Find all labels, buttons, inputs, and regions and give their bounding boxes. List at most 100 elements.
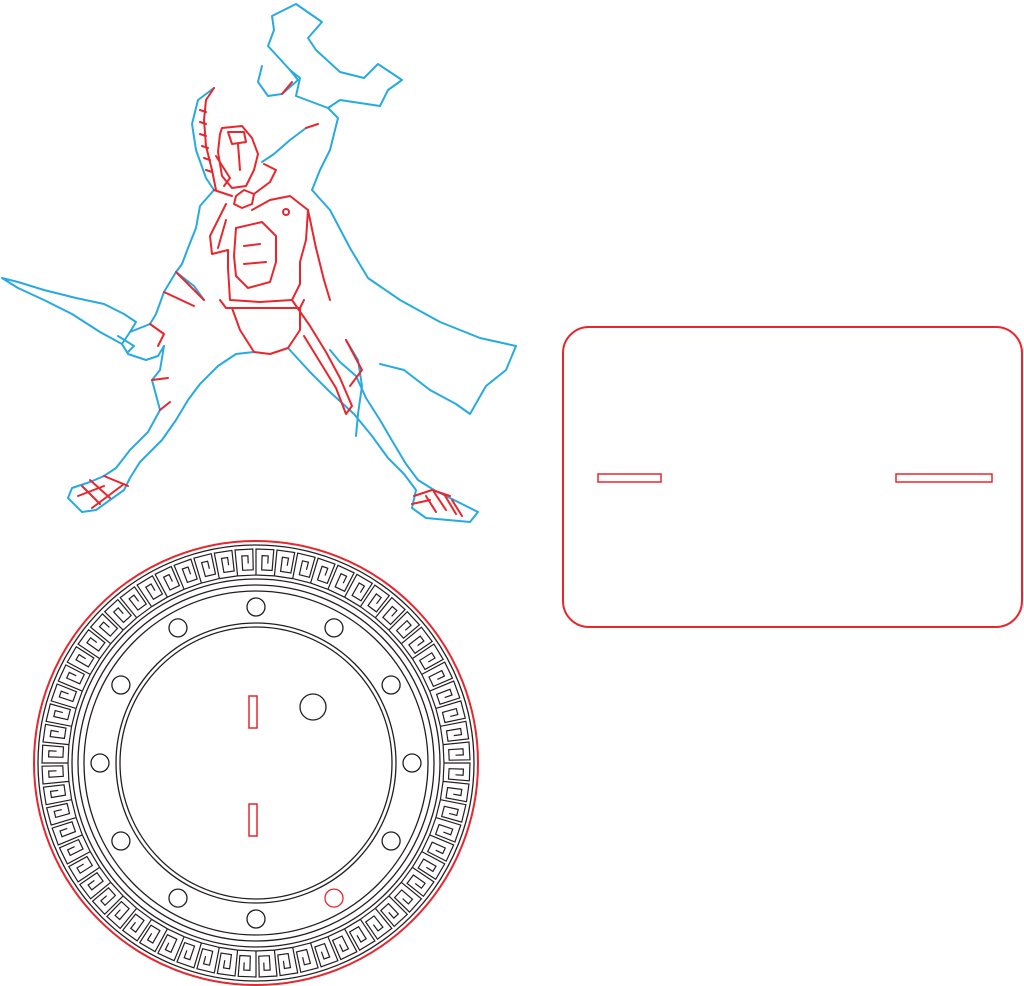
greek-key-unit	[429, 817, 462, 843]
greek-key-unit	[89, 613, 124, 645]
warrior-detail-cut-lines	[77, 81, 463, 517]
greek-key-unit	[176, 936, 202, 969]
right-sandal-straps	[411, 489, 463, 517]
greek-key-unit	[400, 866, 435, 898]
greek-key-unit	[274, 946, 299, 977]
shield-outer-cut	[33, 540, 479, 986]
warrior-outer-cut-line	[1, 3, 517, 523]
greek-key-unit	[136, 574, 168, 608]
greek-key-unit	[216, 946, 239, 977]
knee-guard	[151, 377, 171, 411]
spartan-warrior-figure	[1, 3, 517, 523]
bolt-hole	[246, 909, 266, 929]
raised-arm-outline	[261, 107, 339, 191]
shield-ring-4	[119, 626, 393, 900]
greek-key-unit	[41, 762, 70, 785]
greek-key-unit	[292, 552, 316, 584]
greek-key-unit	[41, 744, 70, 764]
bolt-hole	[111, 831, 131, 851]
left-leg-outline	[67, 345, 255, 513]
greek-key-unit	[106, 895, 138, 930]
wrist-band	[149, 323, 165, 347]
greek-key-unit	[327, 564, 355, 598]
helmet-visor	[217, 125, 259, 189]
greek-key-unit	[292, 942, 319, 974]
cape-edge-red	[307, 209, 363, 387]
greek-key-unit	[154, 565, 185, 598]
greek-key-unit	[421, 661, 454, 692]
greek-key-unit	[435, 799, 467, 823]
sword-outline	[1, 277, 137, 345]
bolt-hole	[381, 675, 401, 695]
right-leg-outline	[287, 347, 479, 523]
greek-key-unit	[121, 907, 153, 942]
bolt-hole	[402, 753, 422, 773]
greek-key-unit	[103, 598, 138, 631]
shield-bolt-holes	[90, 597, 422, 929]
visor-eye-slit	[227, 131, 247, 171]
greek-key-unit	[439, 780, 470, 803]
rectangular-plate	[562, 326, 1023, 628]
helmet-crest	[203, 87, 217, 191]
greek-key-unit	[411, 851, 446, 881]
greek-key-unit	[196, 942, 220, 974]
greek-key-unit	[273, 549, 296, 580]
plate-slot-right	[895, 473, 993, 483]
bolt-hole	[168, 618, 188, 638]
bolt-hole	[381, 831, 401, 851]
greek-key-unit	[255, 949, 278, 978]
shield-slot-bottom	[248, 803, 258, 837]
greek-key-unit	[51, 817, 83, 846]
armor-skirt	[231, 307, 301, 355]
cape-inner-red	[291, 299, 353, 415]
bolt-hole	[168, 888, 188, 908]
shield-slot-top	[248, 695, 258, 729]
greek-key-unit	[310, 936, 339, 968]
greek-key-unit	[360, 907, 393, 941]
greek-key-unit	[310, 557, 336, 590]
left-sandal-straps	[77, 475, 129, 509]
plate-outline	[562, 326, 1023, 628]
greek-key-unit	[78, 867, 112, 900]
sword-guard	[117, 335, 135, 353]
bolt-hole	[111, 675, 131, 695]
center-boss	[299, 693, 327, 721]
greek-key-unit	[193, 552, 220, 584]
greek-key-unit	[400, 626, 434, 659]
shield-ring-2	[83, 590, 429, 936]
greek-key-unit	[138, 918, 168, 953]
greek-key-unit	[429, 680, 461, 709]
greek-key-unit	[388, 881, 423, 913]
bolt-hole	[324, 888, 344, 908]
greek-key-border	[41, 548, 471, 978]
greek-key-unit	[91, 881, 124, 916]
greek-key-outer-ring	[37, 544, 475, 982]
greek-key-unit	[344, 573, 374, 608]
greek-key-unit	[119, 585, 152, 619]
raised-arm-band	[281, 81, 319, 129]
greek-key-unit	[374, 596, 406, 631]
greek-key-unit	[57, 664, 91, 692]
chest-armor	[209, 195, 309, 303]
bolt-hole	[246, 597, 266, 617]
shoulder-rivet	[282, 208, 290, 216]
greek-key-unit	[442, 741, 471, 764]
greek-key-unit	[359, 584, 391, 619]
raised-fist-outline	[257, 65, 299, 97]
greek-key-unit	[439, 720, 470, 745]
bolt-hole	[324, 618, 344, 638]
greek-key-unit	[374, 895, 409, 928]
greek-key-unit	[157, 928, 185, 962]
cape-outline	[311, 189, 517, 415]
greek-key-unit	[173, 558, 202, 590]
greek-key-unit	[67, 851, 101, 883]
greek-key-unit	[42, 723, 73, 746]
greek-key-unit	[77, 628, 112, 660]
greek-key-unit	[237, 949, 257, 978]
greek-key-unit	[45, 703, 77, 727]
greek-key-inner-ring	[71, 578, 441, 948]
plate-slot-left	[597, 473, 662, 483]
greek-key-unit	[411, 643, 445, 675]
abs-lines	[217, 219, 267, 265]
